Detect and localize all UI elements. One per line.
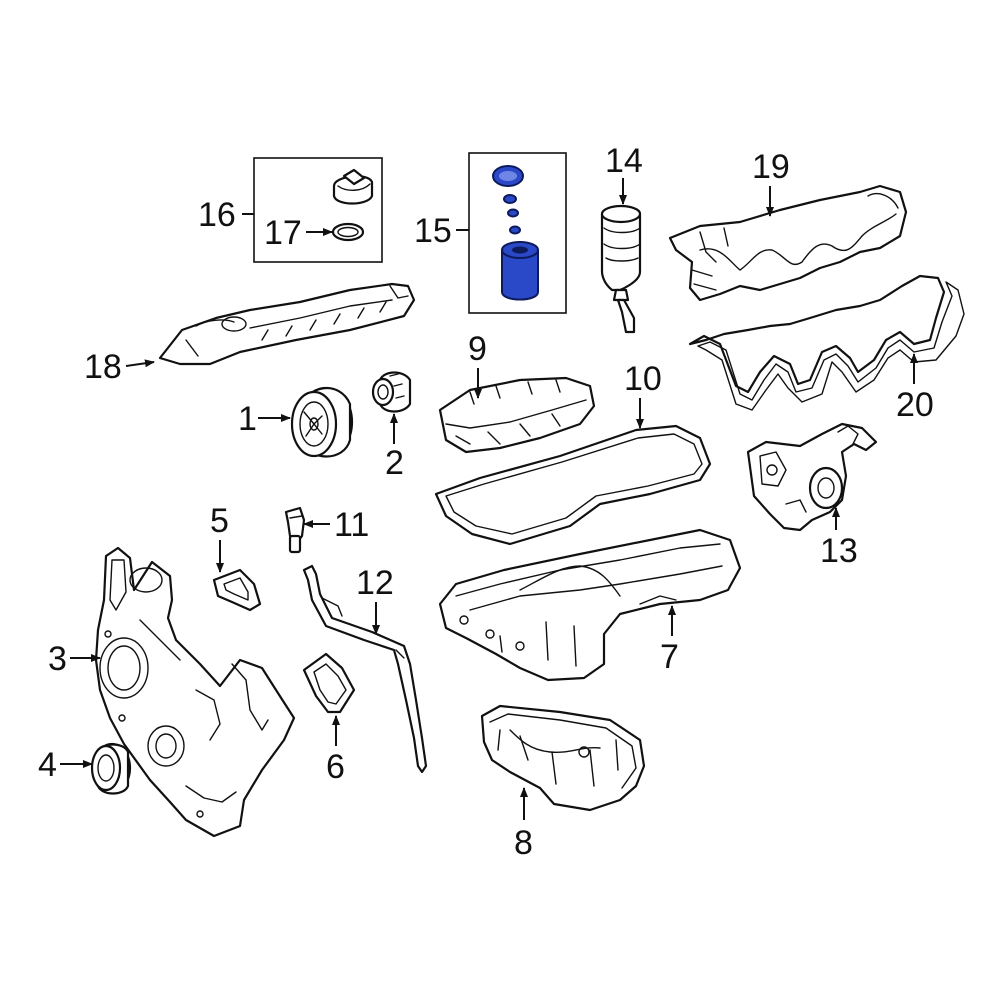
part-4-front-seal[interactable] [90,742,132,795]
part-20-valve-cover-gasket[interactable] [688,274,965,411]
callout-20: 20 [896,353,934,424]
callout-11: 11 [303,506,369,544]
callout-15-label: 15 [414,212,452,250]
callout-3: 3 [48,640,101,678]
callout-19-label: 19 [752,148,790,186]
callout-15: 15 [414,212,469,250]
callout-1-label: 1 [238,400,257,438]
callout-17-label: 17 [264,214,302,252]
part-15-inset-box [468,152,567,314]
callout-5: 5 [210,502,229,573]
callout-2: 2 [385,413,404,482]
part-7-upper-oil-pan[interactable] [438,528,742,682]
callout-11-label: 11 [334,506,369,544]
oil-filter-element[interactable] [501,241,539,301]
part-2-seal[interactable] [371,371,412,413]
part-10-oil-pan-gasket[interactable] [434,424,712,546]
callout-18: 18 [84,348,155,386]
part-12-dipstick-tube[interactable] [302,564,428,774]
part-16-inset-box [253,157,383,263]
callout-14-label: 14 [605,142,643,180]
part-16-oil-cap-group[interactable] [253,157,383,263]
part-17-oil-cap-seal[interactable] [331,222,365,242]
part-8-lower-oil-pan[interactable] [480,704,646,812]
part-19-cylinder-head-cover-right[interactable] [668,184,908,302]
part-5-gasket[interactable] [212,568,262,612]
part-15-oil-filter-group[interactable] [468,152,567,314]
callout-9: 9 [468,330,487,399]
callout-7: 7 [660,605,679,676]
callout-6: 6 [326,715,345,786]
callout-5-label: 5 [210,502,229,540]
callout-19: 19 [752,148,790,217]
part-18-cylinder-head-cover-left[interactable] [158,282,416,366]
callout-6-label: 6 [326,748,345,786]
callout-9-label: 9 [468,330,487,368]
callout-7-label: 7 [660,638,679,676]
callout-14: 14 [605,142,643,205]
filter-cap-seal-highlight [499,171,517,181]
callout-13-label: 13 [820,532,858,570]
filter-o-ring-3[interactable] [509,225,521,235]
oil-filler-cap[interactable] [332,168,374,205]
callout-17: 17 [264,214,333,252]
callout-12: 12 [356,564,394,635]
callout-18-label: 18 [84,348,122,386]
callout-4: 4 [38,746,93,784]
callout-8: 8 [514,787,533,862]
part-11-oil-level-sensor[interactable] [284,506,306,554]
part-13-oil-pump[interactable] [746,422,878,532]
filter-o-ring-2[interactable] [507,208,519,218]
callout-10-label: 10 [624,360,662,398]
callout-20-label: 20 [896,386,934,424]
callout-4-label: 4 [38,746,57,784]
part-3-timing-cover[interactable] [94,546,296,838]
part-1-crankshaft-pulley[interactable] [290,386,354,458]
callout-1: 1 [238,400,291,438]
filter-o-ring-1[interactable] [503,194,517,204]
callout-13: 13 [820,507,858,570]
callout-10: 10 [624,360,662,429]
callout-12-label: 12 [356,564,394,602]
callout-3-label: 3 [48,640,67,678]
part-14-oil-filter-housing[interactable] [600,204,642,334]
callout-2-label: 2 [385,444,404,482]
callout-8-label: 8 [514,824,533,862]
part-9-oil-baffle[interactable] [438,376,596,454]
callout-16: 16 [198,196,254,234]
callout-16-label: 16 [198,196,236,234]
part-6-gasket[interactable] [302,652,356,714]
seal-inner-ring [337,226,359,238]
